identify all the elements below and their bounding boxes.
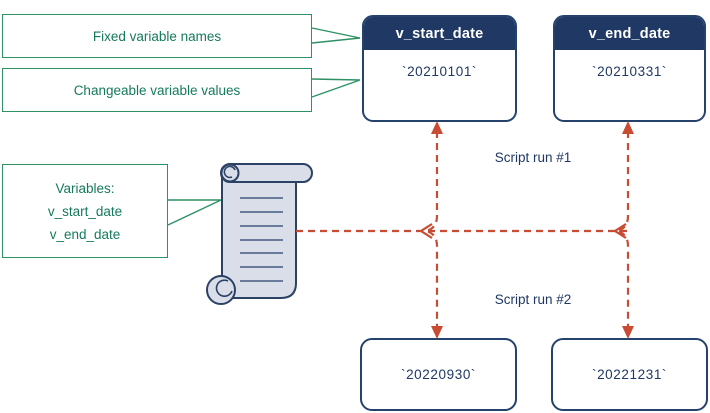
arrowhead-right-chevron — [612, 223, 627, 239]
callout-variables-line1: Variables: — [55, 180, 115, 196]
scroll-top-curl-spiral — [223, 165, 236, 179]
scroll-top-roll — [220, 163, 313, 183]
card-v-end-date-title: v_end_date — [588, 25, 671, 42]
card-run2-start-value: `20220930` — [360, 338, 517, 411]
card-v-end-date: v_end_date `20210331` — [553, 15, 706, 122]
connector-right-bottom — [618, 230, 630, 327]
script-run-1-label: Script run #1 — [494, 150, 572, 165]
callout-fixed-label: Fixed variable names — [92, 28, 222, 44]
card-v-start-date-header: v_start_date — [364, 17, 515, 50]
callout-changeable-variable-values: Changeable variable values — [2, 68, 312, 112]
scroll-text-lines — [240, 197, 283, 282]
scroll-body — [221, 174, 297, 299]
scroll-top-curl — [220, 163, 240, 183]
callout-fixed-variable-names: Fixed variable names — [2, 14, 312, 58]
scroll-bottom-curl-spiral — [215, 279, 233, 297]
card-v-start-date: v_start_date `20210101` — [362, 15, 517, 122]
callout-changeable-label: Changeable variable values — [73, 82, 241, 98]
card-run2-end-text: `20221231` — [591, 367, 668, 382]
card-v-end-date-body: `20210331` — [555, 50, 704, 79]
connector-left-top — [427, 131, 439, 232]
scroll-bottom-curl — [206, 275, 236, 305]
card-v-start-date-value: `20210101` — [401, 64, 478, 79]
callout-variables: Variables: v_start_date v_end_date — [2, 164, 168, 258]
card-v-start-date-title: v_start_date — [395, 25, 484, 42]
arrow-up-left — [431, 121, 443, 134]
card-run2-end-value: `20221231` — [551, 338, 708, 411]
arrowhead-left-chevron — [418, 223, 433, 239]
connector-lines — [296, 131, 630, 327]
callout-variables-line2: v_start_date — [47, 203, 123, 219]
callout-wedge-fixed — [311, 27, 361, 44]
card-v-end-date-header: v_end_date — [555, 17, 704, 50]
callout-wedge-variables — [167, 199, 222, 226]
arrow-up-right — [622, 121, 634, 134]
connector-left-bottom — [427, 230, 439, 327]
card-run2-start-text: `20220930` — [400, 367, 477, 382]
card-v-start-date-body: `20210101` — [364, 50, 515, 79]
connector-right-top — [618, 131, 630, 232]
callout-variables-line3: v_end_date — [49, 226, 121, 242]
script-run-2-label: Script run #2 — [494, 292, 572, 307]
card-v-end-date-value: `20210331` — [591, 64, 668, 79]
script-scroll-icon — [206, 163, 313, 305]
callout-wedge-changeable — [311, 78, 361, 98]
